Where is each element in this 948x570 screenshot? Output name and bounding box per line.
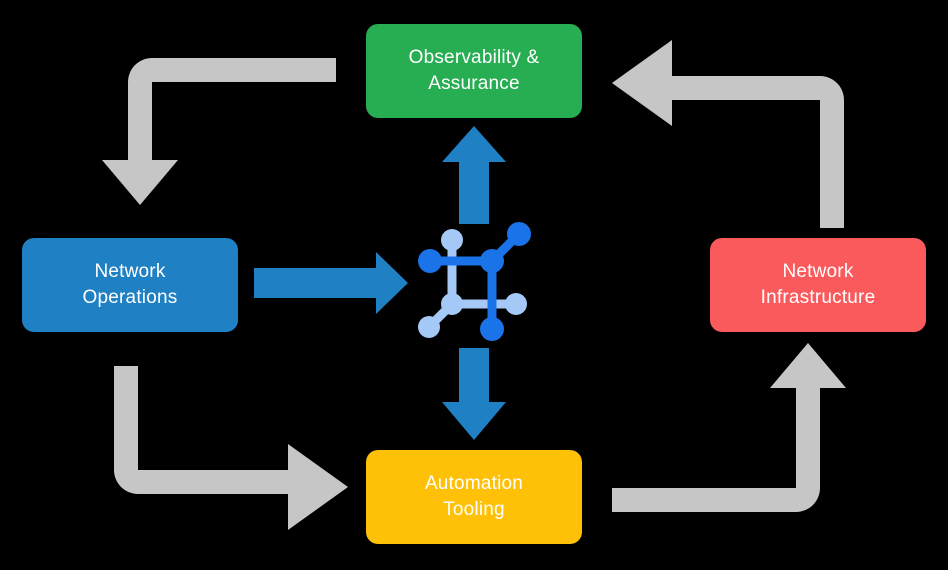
node-label-network-infrastructure: Network Infrastructure <box>760 261 876 308</box>
node-label-observability: Observability & Assurance <box>408 47 540 94</box>
network-icon-light-nodes <box>418 229 527 338</box>
gray-arrow-operations-to-automation <box>114 366 348 530</box>
blue-arrow-center-to-automation <box>442 348 506 440</box>
node-box-network-operations[interactable]: Network Operations <box>22 238 238 332</box>
node-label-network-operations: Network Operations <box>82 261 178 308</box>
node-box-observability[interactable]: Observability & Assurance <box>366 24 582 118</box>
gray-arrow-infrastructure-to-observability <box>612 40 844 228</box>
network-graph-icon <box>418 222 531 341</box>
gray-arrow-automation-to-infrastructure <box>612 343 846 512</box>
node-box-network-infrastructure[interactable]: Network Infrastructure <box>710 238 926 332</box>
blue-arrow-center-to-observability <box>442 126 506 224</box>
node-label-automation-tooling: Automation Tooling <box>424 473 524 520</box>
blue-arrow-operations-to-center <box>254 252 408 314</box>
gray-arrow-observability-to-operations <box>102 58 336 205</box>
network-icon-dark-nodes <box>418 222 531 341</box>
node-box-automation-tooling[interactable]: Automation Tooling <box>366 450 582 544</box>
